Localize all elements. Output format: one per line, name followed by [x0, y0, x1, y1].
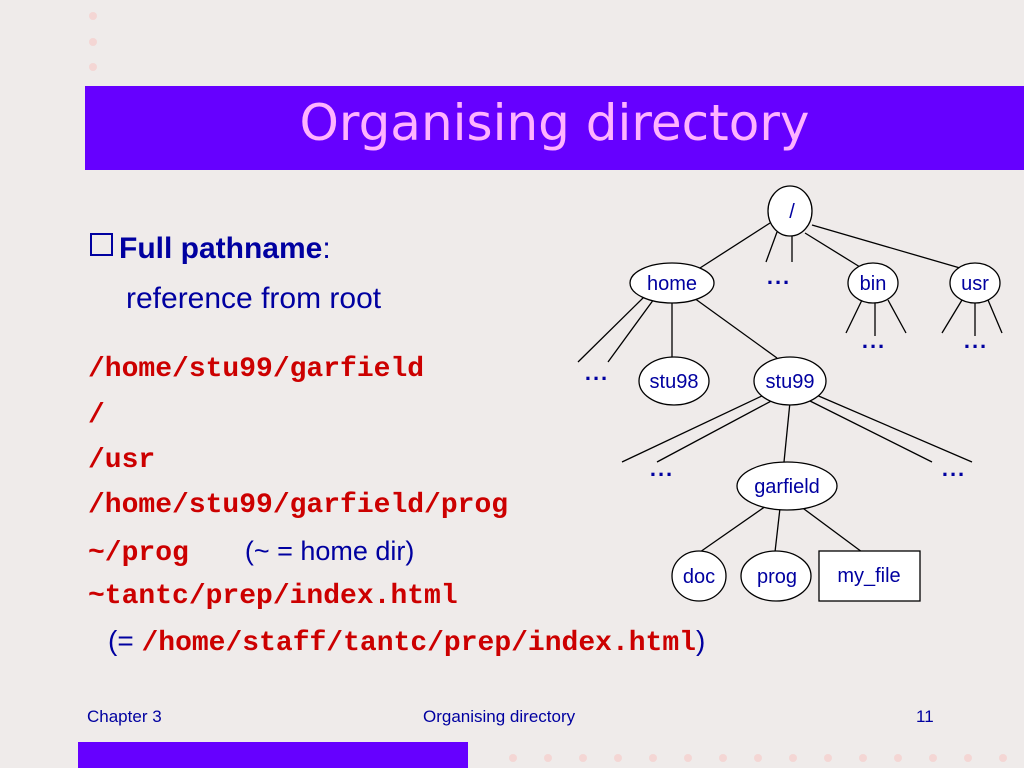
- footer-bar: [78, 742, 468, 768]
- edge-root-bin: [804, 232, 861, 268]
- node-home-label: home: [647, 273, 697, 295]
- expansion-line: (= /home/staff/tantc/prep/index.html): [108, 625, 705, 659]
- decor-dot: [719, 754, 727, 762]
- node-prog-shape: [740, 550, 812, 602]
- node-usr-label: usr: [961, 273, 989, 295]
- node-root-shape: [767, 185, 813, 237]
- edge-garfield-prog: [774, 507, 781, 553]
- expansion-close: ): [695, 625, 706, 656]
- node-garfield-shape: [736, 461, 838, 511]
- edge-root-home: [699, 222, 771, 269]
- ellipsis-stu99-right: ...: [942, 456, 966, 481]
- edge-usr-c: [987, 299, 1003, 334]
- example-path-5: ~/prog: [88, 538, 189, 569]
- edge-usr-a: [941, 299, 963, 334]
- footer-page-number: 11: [916, 707, 934, 726]
- decor-dot: [89, 12, 97, 20]
- node-usr-shape: [949, 262, 1001, 304]
- edge-stu99-garfield: [783, 401, 791, 463]
- tree-edges: [577, 222, 1003, 553]
- bullet-subtext: reference from root: [126, 282, 382, 315]
- example-path-5-line: ~/prog (~ = home dir): [88, 536, 414, 569]
- node-prog-label: prog: [757, 566, 797, 588]
- node-garfield-label: garfield: [754, 476, 820, 498]
- expansion-open: (=: [108, 625, 142, 656]
- decor-dot: [929, 754, 937, 762]
- edge-stu99-ellipsis-d: [813, 393, 973, 463]
- decor-dot: [754, 754, 762, 762]
- node-myfile-shape: [818, 550, 921, 602]
- ellipsis-stu99-left: ...: [650, 456, 674, 481]
- edge-garfield-doc: [699, 505, 767, 553]
- node-bin-label: bin: [860, 273, 887, 295]
- ellipsis-usr: ...: [964, 328, 988, 353]
- decor-dot: [684, 754, 692, 762]
- decor-dot: [544, 754, 552, 762]
- example-path-6: ~tantc/prep/index.html: [88, 581, 458, 612]
- decor-dot: [649, 754, 657, 762]
- edge-bin-a: [845, 299, 863, 334]
- decor-dot: [824, 754, 832, 762]
- node-stu98-shape: [638, 356, 710, 406]
- tree-node-labels: / home bin usr stu98 stu99 garfield doc …: [585, 201, 989, 588]
- node-stu99-label: stu99: [766, 371, 815, 393]
- decor-dot: [509, 754, 517, 762]
- example-path-4: /home/stu99/garfield/prog: [88, 490, 509, 521]
- decor-dot: [894, 754, 902, 762]
- ellipsis-home: ...: [585, 360, 609, 385]
- decor-dot: [89, 38, 97, 46]
- node-root-label: /: [789, 201, 795, 223]
- node-stu99-shape: [753, 356, 827, 406]
- edge-garfield-myfile: [799, 505, 863, 553]
- decor-dot: [89, 63, 97, 71]
- home-dir-note: (~ = home dir): [244, 536, 415, 566]
- footer-chapter: Chapter 3: [87, 707, 162, 726]
- decor-dot: [614, 754, 622, 762]
- node-doc-label: doc: [683, 566, 715, 588]
- decor-dot: [999, 754, 1007, 762]
- footer-topic: Organising directory: [423, 707, 576, 726]
- node-bin-shape: [847, 262, 899, 304]
- title-bar: Organising directory: [85, 86, 1024, 170]
- decor-dot: [579, 754, 587, 762]
- edge-root-usr: [811, 224, 961, 269]
- bullet-colon: :: [322, 232, 331, 265]
- node-stu98-label: stu98: [650, 371, 699, 393]
- node-doc-shape: [671, 550, 727, 602]
- decor-dot: [964, 754, 972, 762]
- node-home-shape: [629, 262, 715, 304]
- edge-root-ellipsis-a: [765, 231, 778, 263]
- edge-stu99-ellipsis-a: [621, 393, 767, 463]
- expansion-path: /home/staff/tantc/prep/index.html: [141, 628, 696, 659]
- edge-stu99-ellipsis-c: [805, 398, 933, 463]
- edge-bin-c: [887, 299, 907, 334]
- node-myfile-label: my_file: [837, 565, 900, 587]
- decor-dot: [859, 754, 867, 762]
- ellipsis-bin: ...: [862, 328, 886, 353]
- tree-node-shapes: [629, 185, 1001, 602]
- slide-title: Organising directory: [299, 94, 810, 152]
- edge-home-ellipsis-b: [607, 298, 655, 363]
- edge-home-ellipsis-a: [577, 295, 646, 363]
- bullet-heading: Full pathname: [119, 232, 323, 265]
- example-path-1: /home/stu99/garfield: [88, 354, 425, 385]
- checkbox-bullet-icon: [90, 233, 113, 256]
- bullet-heading-line: Full pathname:: [90, 232, 331, 266]
- edge-stu99-ellipsis-b: [656, 398, 776, 463]
- decor-dot: [789, 754, 797, 762]
- example-path-3: /usr: [88, 445, 156, 476]
- ellipsis-root: ...: [767, 264, 791, 289]
- edge-home-stu99: [693, 297, 778, 359]
- example-path-2: /: [88, 400, 105, 431]
